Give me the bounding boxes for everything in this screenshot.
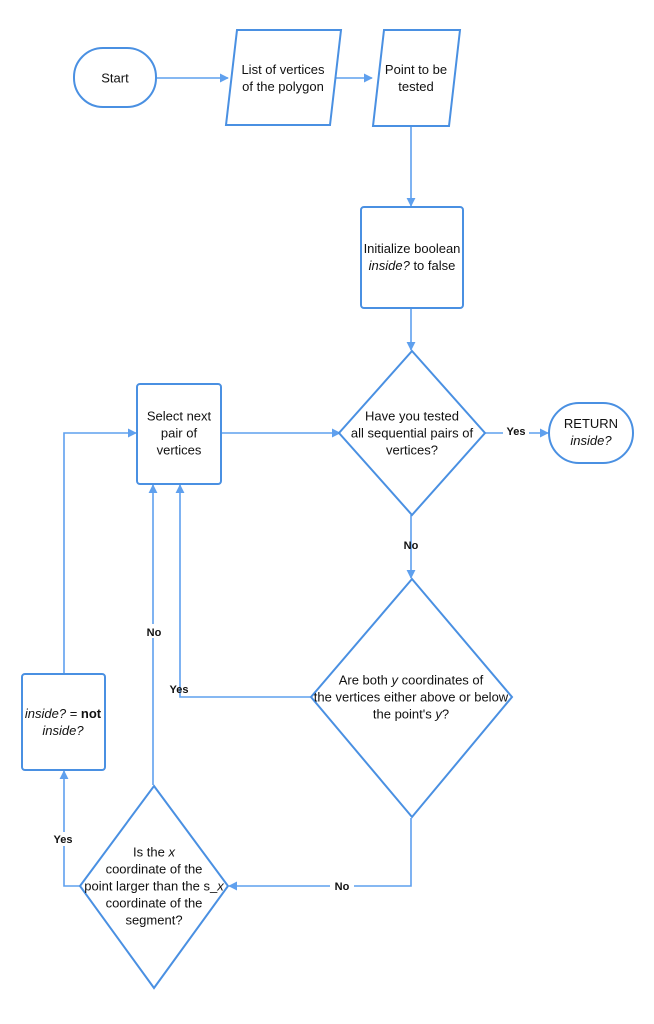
select-next-label: Select next pair of vertices [147,409,212,458]
edge-both-y-yes-to-select [175,484,311,698]
both-y-text-run: the vertices either above or below [314,690,509,705]
tested-all-label: Have you tested all sequential pairs of ve… [351,409,474,458]
return-inside-terminal: RETURN inside? [548,402,634,464]
tested-all-decision: Have you tested all sequential pairs of ve… [337,349,487,517]
both-y-text-run: Are both [339,673,392,688]
init-boolean-process: Initialize boolean inside? to false [360,206,464,309]
tested-all-text-run: Have you tested [365,409,459,424]
point-tested-text-run: Point to be [385,62,447,77]
toggle-inside-process: inside? = not inside? [21,673,106,771]
select-next-process: Select next pair of vertices [136,383,222,485]
start-text-run: Start [101,71,129,86]
return-inside-label: RETURN inside? [564,416,618,448]
both-y-text-run: coordinates of [398,673,484,688]
start-terminal: Start [73,47,157,108]
toggle-inside-label: inside? = not inside? [25,706,102,738]
point-tested-input: Point to be tested [371,29,462,127]
vertices-list-input: List of vertices of the polygon [224,29,343,126]
edge-labels: Yes No Yes No No Yes [50,424,529,893]
x-larger-text-run: segment? [125,913,182,928]
x-larger-label: Is the x coordinate of the point larger th… [84,845,224,928]
both-y-label: Are both y coordinates of the vertices ei… [314,673,509,722]
x-larger-text-run: coordinate of the [106,896,203,911]
x-larger-text-run: x [216,879,224,894]
edge-toggle-to-select [63,428,137,673]
toggle-inside-text-run: not [81,706,102,721]
init-boolean-text-run: inside? [369,258,411,273]
point-tested-label: Point to be tested [385,62,447,94]
x-larger-decision: Is the x coordinate of the point larger th… [78,784,230,990]
toggle-inside-text-run: = [66,706,81,721]
start-label: Start [101,71,129,86]
both-y-decision: Are both y coordinates of the vertices ei… [309,577,514,819]
edge-both-y-no-to-x-larger [228,818,412,891]
x-larger-text-run: coordinate of the [106,862,203,877]
init-boolean-text-run: to false [410,258,456,273]
edge-label-yes-both-y: Yes [170,684,189,696]
vertices-list-text-run: List of vertices [241,62,325,77]
vertices-list-text-run: of the polygon [242,79,324,94]
tested-all-text-run: all sequential pairs of [351,426,474,441]
tested-all-text-run: vertices? [386,443,438,458]
init-boolean-label: Initialize boolean inside? to false [364,241,461,273]
edge-label-yes-toggle: Yes [54,834,73,846]
x-larger-text-run: point larger than the s_ [84,879,218,894]
edge-label-yes-return: Yes [507,426,526,438]
select-next-text-run: pair of [161,426,198,441]
both-y-text-run: y [434,707,443,722]
toggle-inside-text-run: inside? [25,706,67,721]
edge-label-no-both-y: No [404,540,419,552]
toggle-inside-text-run: inside? [42,723,84,738]
select-next-text-run: vertices [157,443,202,458]
both-y-text-run: ? [442,707,449,722]
x-larger-text-run: Is the [133,845,168,860]
edge-x-larger-yes-to-toggle [59,770,80,887]
x-larger-text-run: x [167,845,175,860]
point-tested-text-run: tested [398,79,433,94]
both-y-text-run: y [390,673,399,688]
init-boolean-text-run: Initialize boolean [364,241,461,256]
edge-label-no-x-larger: No [335,881,350,893]
vertices-list-label: List of vertices of the polygon [241,62,325,94]
return-inside-text-run: RETURN [564,416,618,431]
return-inside-text-run: inside? [570,433,612,448]
edge-label-no-select: No [147,627,162,639]
both-y-text-run: the point's [373,707,435,722]
select-next-text-run: Select next [147,409,212,424]
